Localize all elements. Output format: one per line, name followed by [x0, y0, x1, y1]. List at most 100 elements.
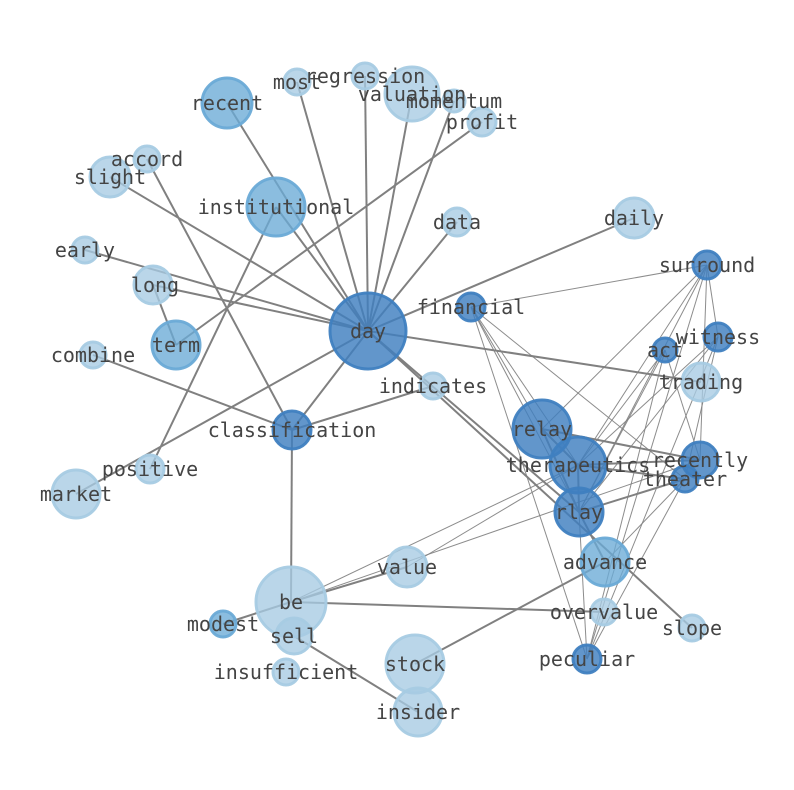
node-most — [282, 67, 312, 97]
node-insufficient — [271, 657, 301, 687]
node-early — [70, 235, 100, 265]
node-data — [441, 206, 473, 238]
node-rlay — [553, 486, 605, 538]
node-label-day: day — [350, 319, 386, 343]
edge-day-momentum — [367, 100, 455, 332]
edge-surround-relay — [541, 264, 708, 430]
edge-day-early — [84, 249, 369, 332]
node-label-term: term — [152, 333, 200, 357]
node-label-indicates: indicates — [379, 374, 487, 398]
edge-day-trading — [367, 330, 702, 383]
edge-classification-indicates — [291, 385, 434, 431]
node-label-theater: theater — [643, 467, 727, 491]
node-positive — [134, 453, 166, 485]
edge-day-regression — [364, 75, 369, 332]
node-sell — [274, 616, 314, 656]
node-label-recent: recent — [191, 91, 263, 115]
node-label-sell: sell — [270, 624, 318, 648]
node-label-recently: recently — [652, 448, 748, 472]
node-relay — [511, 398, 573, 460]
node-label-modest: modest — [187, 612, 259, 636]
node-label-witness: witness — [676, 325, 760, 349]
node-label-value: value — [377, 555, 437, 579]
node-label-momentum: momentum — [406, 89, 502, 113]
node-momentum — [441, 88, 467, 114]
node-label-surround: surround — [659, 253, 755, 277]
node-label-early: early — [55, 238, 115, 262]
node-slight — [88, 155, 132, 199]
node-theater — [670, 464, 700, 494]
node-label-slope: slope — [662, 616, 722, 640]
node-classification — [271, 409, 313, 451]
node-label-institutional: institutional — [198, 195, 355, 219]
edge-value-therapeutics — [406, 464, 579, 568]
node-label-rlay: rlay — [555, 500, 603, 524]
node-day — [328, 291, 408, 371]
node-advance — [579, 536, 631, 588]
node-regression — [350, 61, 380, 91]
node-label-relay: relay — [512, 417, 572, 441]
node-label-profit: profit — [446, 110, 518, 134]
node-layer — [50, 61, 734, 738]
node-label-market: market — [40, 482, 112, 506]
node-label-accord: accord — [111, 147, 183, 171]
edge-combine-classification — [92, 354, 293, 431]
node-value — [385, 545, 429, 589]
node-daily — [612, 196, 656, 240]
node-peculiar — [571, 643, 603, 675]
edge-day-most — [296, 81, 369, 332]
edge-financial-surround — [470, 264, 708, 308]
edge-be-overvalue — [290, 601, 605, 613]
node-label-data: data — [433, 210, 481, 234]
node-witness — [702, 321, 734, 353]
edge-positive-institutional — [149, 206, 277, 470]
edge-day-market — [75, 330, 369, 495]
node-institutional — [245, 176, 307, 238]
node-label-combine: combine — [51, 343, 135, 367]
edge-day-slight — [109, 176, 369, 332]
node-label-advance: advance — [563, 550, 647, 574]
node-label-stock: stock — [385, 652, 445, 676]
node-label-act: act — [647, 338, 683, 362]
edge-day-daily — [367, 217, 635, 332]
node-insider — [392, 686, 444, 738]
edge-be-recently — [290, 459, 701, 603]
node-label-valuation: valuation — [358, 82, 466, 106]
edge-surround-therapeutics — [577, 264, 708, 466]
node-label-financial: financial — [417, 295, 525, 319]
node-trading — [680, 361, 722, 403]
node-valuation — [383, 65, 441, 123]
node-label-be: be — [279, 590, 303, 614]
node-market — [50, 468, 102, 520]
node-surround — [691, 249, 723, 281]
node-label-slight: slight — [74, 165, 146, 189]
node-label-therapeutics: therapeutics — [506, 453, 651, 477]
node-label-most: most — [273, 70, 321, 94]
edge-be-therapeutics — [290, 464, 579, 603]
edge-day-valuation — [367, 93, 413, 332]
node-label-regression: regression — [305, 64, 425, 88]
node-recent — [200, 76, 254, 130]
node-label-positive: positive — [102, 457, 198, 481]
node-label-trading: trading — [659, 370, 743, 394]
node-modest — [208, 609, 238, 639]
edge-accord-classification — [146, 158, 293, 431]
node-financial — [455, 291, 487, 323]
node-long — [132, 264, 174, 306]
node-label-classification: classification — [208, 418, 377, 442]
node-combine — [78, 340, 108, 370]
node-label-peculiar: peculiar — [539, 647, 635, 671]
edge-theater-peculiar — [586, 478, 686, 660]
node-slope — [677, 613, 707, 643]
node-label-daily: daily — [604, 206, 664, 230]
edge-stock-advance — [414, 561, 606, 665]
node-act — [651, 336, 679, 364]
node-indicates — [418, 371, 448, 401]
edge-surround-peculiar — [586, 264, 708, 660]
node-label-overvalue: overvalue — [550, 600, 658, 624]
edge-financial-peculiar — [470, 306, 588, 660]
edge-witness-therapeutics — [577, 336, 719, 466]
